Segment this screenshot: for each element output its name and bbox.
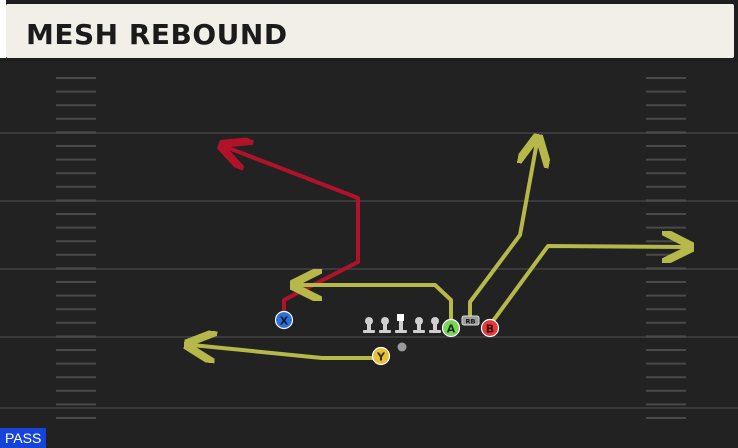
title-plate: MESH REBOUND: [6, 4, 734, 58]
player-x-label: X: [280, 315, 289, 328]
lineman-lt-icon: [363, 317, 375, 333]
title-accent: [0, 0, 6, 58]
quarterback-marker: [397, 342, 407, 352]
lineman-lg-icon: [379, 317, 391, 333]
player-b-label: B: [486, 323, 494, 336]
route-b: [488, 246, 686, 327]
field-canvas: RB X A B Y: [0, 62, 738, 448]
player-b[interactable]: B: [480, 318, 500, 338]
route-x: [226, 147, 360, 318]
player-y-label: Y: [376, 351, 386, 364]
hash-marks-left: [56, 77, 96, 419]
player-rb-label: RB: [466, 318, 476, 326]
play-type-badge: PASS: [0, 428, 47, 448]
center-icon: [395, 314, 407, 333]
header-bar: MESH REBOUND: [0, 0, 738, 62]
player-y[interactable]: Y: [371, 346, 391, 366]
play-title: MESH REBOUND: [26, 18, 288, 51]
field-background: [0, 62, 738, 448]
play-field: RB X A B Y: [0, 62, 738, 448]
route-a: [298, 285, 453, 327]
lineman-rg-icon: [413, 317, 425, 333]
player-a-label: A: [447, 323, 456, 336]
offensive-line: [363, 314, 441, 333]
yard-lines: [0, 132, 738, 409]
lineman-rt-icon: [429, 317, 441, 333]
player-rb[interactable]: RB: [461, 315, 480, 326]
player-x[interactable]: X: [274, 310, 294, 330]
player-a[interactable]: A: [441, 318, 461, 338]
route-rb: [468, 142, 537, 319]
